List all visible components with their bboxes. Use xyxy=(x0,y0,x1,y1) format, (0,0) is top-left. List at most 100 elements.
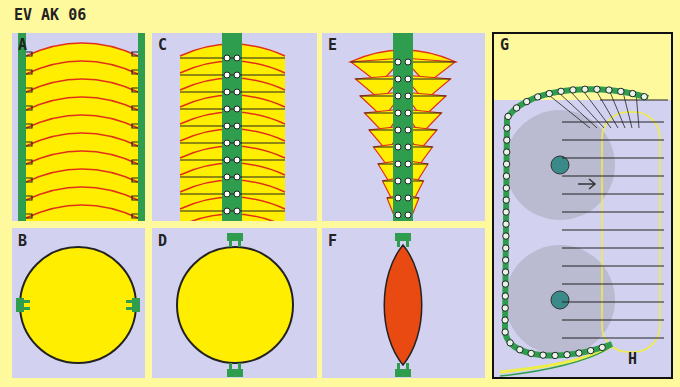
panel xyxy=(322,228,485,378)
chain-clip xyxy=(503,221,509,227)
chain-clip xyxy=(564,352,570,358)
center-rail xyxy=(393,33,413,221)
clip xyxy=(132,52,138,56)
fan-line xyxy=(558,92,597,128)
clip xyxy=(234,174,240,180)
sheet-stack xyxy=(18,33,145,221)
chain-clip xyxy=(570,87,576,93)
clip xyxy=(229,241,232,247)
side-rail xyxy=(18,33,26,221)
clip xyxy=(405,212,411,218)
panel-letter: C xyxy=(158,38,167,53)
clip xyxy=(238,241,241,247)
clip xyxy=(405,59,411,65)
clip xyxy=(132,160,138,164)
chain-clip xyxy=(502,257,508,263)
chain-clip xyxy=(594,86,600,92)
chain-clip xyxy=(503,245,509,251)
chain-clip xyxy=(503,149,509,155)
stretch-line xyxy=(562,176,664,177)
clip xyxy=(227,369,243,377)
sheet-line xyxy=(180,91,285,92)
chain-clip xyxy=(503,173,509,179)
sheet-stack xyxy=(180,33,285,221)
clip xyxy=(395,76,401,82)
clip xyxy=(395,127,401,133)
sheet-line xyxy=(600,99,668,100)
clip xyxy=(406,363,409,369)
panel-letter: H xyxy=(628,352,637,367)
clip xyxy=(224,72,230,78)
clip xyxy=(132,124,138,128)
chain-clip xyxy=(524,98,530,104)
clip xyxy=(132,196,138,200)
panel-letter: E xyxy=(328,38,337,53)
clip xyxy=(395,59,401,65)
roller-axle xyxy=(551,156,569,174)
clip xyxy=(224,174,230,180)
chain-clip xyxy=(502,317,508,323)
title: EV AK 06 xyxy=(14,8,86,23)
clip xyxy=(26,178,32,182)
clip xyxy=(224,191,230,197)
chain-clip xyxy=(517,347,523,353)
fan-line xyxy=(623,92,632,128)
clip xyxy=(405,144,411,150)
yellow-zone xyxy=(494,34,671,100)
clip xyxy=(26,70,32,74)
panel xyxy=(152,228,317,378)
clip xyxy=(406,241,409,247)
sheet-line xyxy=(180,176,285,177)
clip xyxy=(229,363,232,369)
sheet-edge xyxy=(26,187,138,200)
sheet-edge xyxy=(26,43,138,56)
clip xyxy=(405,127,411,133)
roller-axle xyxy=(551,291,569,309)
panel-letter: D xyxy=(158,234,167,249)
clip xyxy=(405,195,411,201)
sheet-edge xyxy=(26,115,138,128)
stretch-line xyxy=(562,212,664,213)
chain-clip xyxy=(502,293,508,299)
sheet-line xyxy=(180,125,285,126)
clip-chain xyxy=(505,89,648,355)
chain-clip xyxy=(582,86,588,92)
chain-clips xyxy=(502,86,648,359)
sheet-edge xyxy=(26,133,138,146)
clip xyxy=(224,55,230,61)
stretch-line xyxy=(562,266,664,267)
sheet-edge xyxy=(26,205,138,218)
chain-clip xyxy=(507,340,513,346)
chain-clip xyxy=(503,209,509,215)
clip xyxy=(405,178,411,184)
clip xyxy=(234,123,240,129)
chain-clip xyxy=(513,105,519,111)
clip xyxy=(238,363,241,369)
clip xyxy=(395,195,401,201)
clip xyxy=(132,214,138,218)
stretch-line xyxy=(562,158,664,159)
clip xyxy=(395,110,401,116)
sheet-line xyxy=(180,159,285,160)
clip xyxy=(395,178,401,184)
chain-clip xyxy=(558,88,564,94)
sheet-line xyxy=(180,57,285,58)
panel-letter: G xyxy=(500,38,509,53)
clip xyxy=(132,178,138,182)
panel xyxy=(493,33,672,378)
clip xyxy=(234,89,240,95)
chain-clip xyxy=(528,350,534,356)
round-sheet xyxy=(177,247,293,363)
chain-clip xyxy=(503,185,509,191)
chain-clip xyxy=(505,113,511,119)
clip xyxy=(234,208,240,214)
clip xyxy=(395,93,401,99)
panel-letter: B xyxy=(18,234,27,249)
clip xyxy=(24,300,30,303)
clip xyxy=(395,212,401,218)
clip xyxy=(132,70,138,74)
sheet-edge xyxy=(26,97,138,110)
clip xyxy=(224,106,230,112)
sheet-line xyxy=(180,193,285,194)
